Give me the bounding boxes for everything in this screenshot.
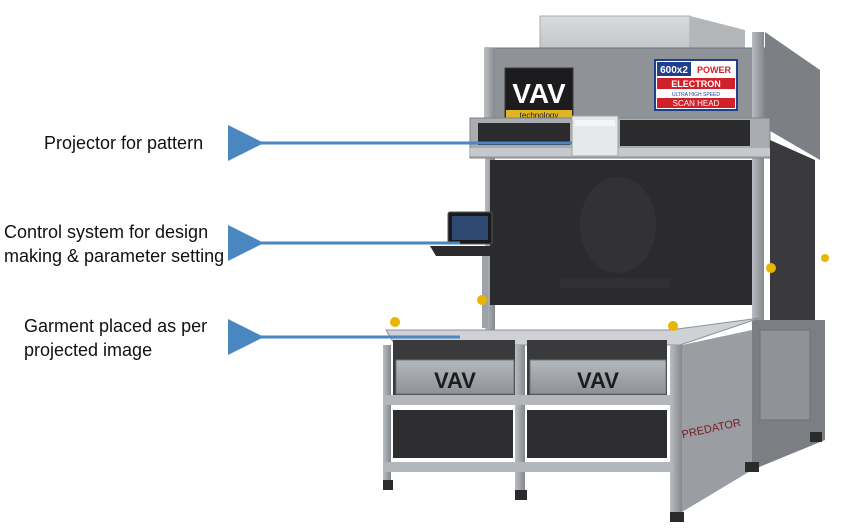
side-panel (752, 254, 829, 470)
vav-logo: VAV (512, 78, 566, 109)
annotation-arrows (228, 125, 572, 355)
table-logo-right: VAV (577, 368, 619, 393)
projector-rail (469, 117, 771, 159)
dark-enclosure (490, 140, 815, 320)
work-table: VAV VAV (385, 317, 761, 395)
scan-head-power: 600x2 (660, 65, 688, 76)
projector-unit (571, 115, 619, 157)
scan-head-label: SCAN HEAD (673, 99, 720, 108)
scan-head-speed: ULTRA HIGH SPEED (672, 92, 720, 98)
vav-logo-sub: technology (520, 111, 559, 120)
vav-logo-plate: VAV technology (504, 67, 574, 121)
base-frame: PREDATOR (383, 330, 822, 522)
annotation-projector: Projector for pattern (44, 131, 203, 155)
roof-housing (539, 15, 745, 51)
scan-head-badge: 600x2 POWER ELECTRON ULTRA HIGH SPEED SC… (654, 59, 738, 111)
annotation-garment-line-1: Garment placed as per (24, 316, 208, 336)
table-logo-left: VAV (434, 368, 476, 393)
annotation-control-line-1: Control system for design (4, 222, 209, 242)
scan-head-electron: ELECTRON (671, 79, 721, 89)
annotation-projector-line-1: Projector for pattern (44, 133, 204, 153)
annotation-control-line-2: making & parameter setting (4, 246, 225, 266)
scan-head-power-label: POWER (697, 65, 732, 75)
annotation-garment: Garment placed as per projected image (24, 314, 207, 362)
laptop-stand (430, 211, 530, 328)
annotation-garment-line-2: projected image (24, 340, 153, 360)
annotation-control-system: Control system for design making & param… (4, 220, 224, 268)
